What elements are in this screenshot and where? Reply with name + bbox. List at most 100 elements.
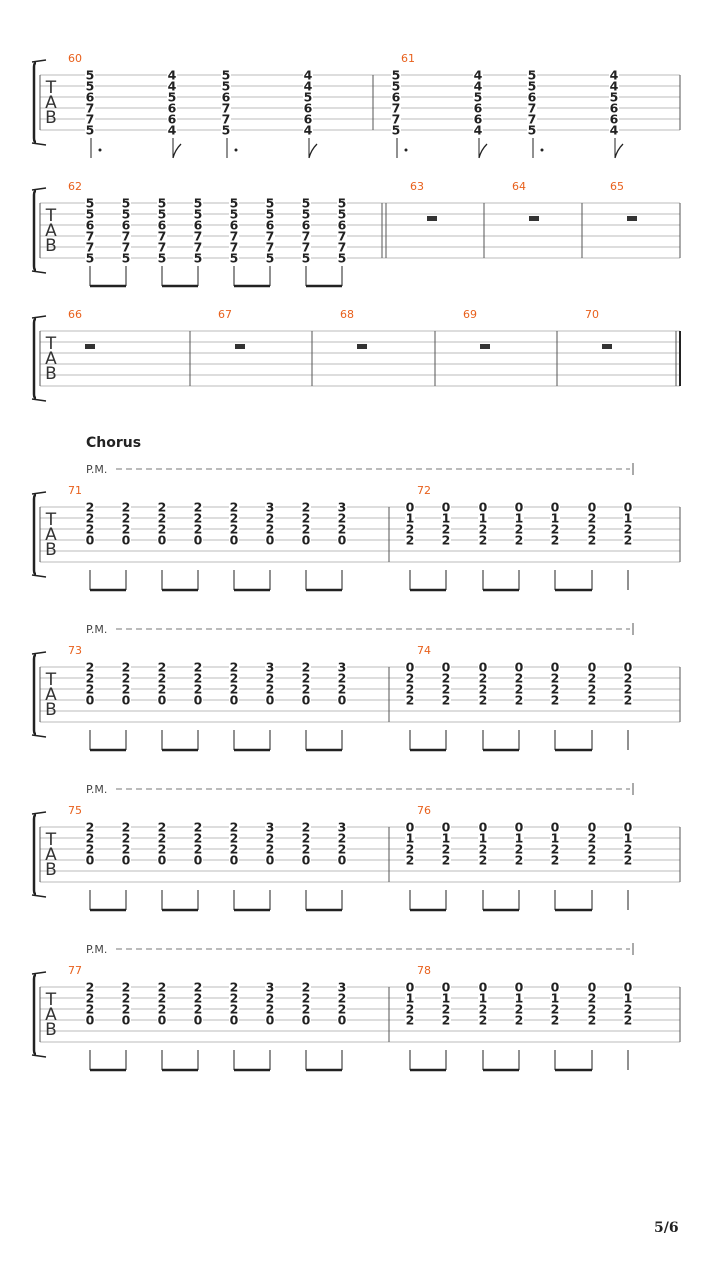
fret-bg [478, 854, 488, 865]
fret-number: 5 [528, 68, 537, 83]
fret-number: 2 [122, 980, 131, 995]
fret-bg [265, 832, 275, 843]
tab-clef-letter: A [45, 1005, 57, 1025]
fret-number: 1 [442, 991, 451, 1006]
fret-bg [550, 694, 560, 705]
fret-number: 2 [515, 522, 524, 537]
fret-bg [405, 501, 415, 512]
fret-bg [121, 208, 131, 219]
fret-number: 0 [515, 980, 524, 995]
fret-number: 6 [122, 218, 131, 233]
fret-bg [229, 230, 239, 241]
bracket-tip-bottom [31, 1054, 47, 1058]
fret-bg [85, 512, 95, 523]
fret-number: 2 [551, 853, 560, 868]
fret-bg [301, 694, 311, 705]
fret-bg [167, 102, 177, 113]
fret-number: 6 [168, 101, 177, 116]
tab-clef-letter: T [45, 670, 57, 690]
whole-rest [85, 344, 95, 349]
fret-number: 2 [479, 1002, 488, 1017]
fret-bg [229, 981, 239, 992]
fret-bg [157, 1014, 167, 1025]
fret-bg [441, 832, 451, 843]
fret-bg [441, 843, 451, 854]
fret-number: 6 [610, 112, 619, 127]
fret-bg [265, 230, 275, 241]
fret-number: 2 [515, 682, 524, 697]
fret-number: 2 [158, 500, 167, 515]
fret-bg [405, 821, 415, 832]
fret-bg [301, 534, 311, 545]
fret-bg [514, 534, 524, 545]
fret-bg [587, 854, 597, 865]
fret-bg [337, 208, 347, 219]
fret-bg [337, 683, 347, 694]
fret-bg [623, 661, 633, 672]
fret-number: 5 [474, 90, 483, 105]
fret-number: 0 [551, 660, 560, 675]
fret-number: 0 [588, 500, 597, 515]
fret-number: 7 [158, 240, 167, 255]
fret-number: 2 [551, 1002, 560, 1017]
system-bracket [32, 189, 37, 272]
fret-number: 2 [338, 991, 347, 1006]
fret-bg [193, 821, 203, 832]
fret-bg [303, 69, 313, 80]
fret-number: 1 [551, 991, 560, 1006]
fret-bg [587, 501, 597, 512]
fret-number: 0 [158, 533, 167, 548]
fret-number: 1 [515, 511, 524, 526]
fret-bg [609, 113, 619, 124]
fret-bg [405, 661, 415, 672]
fret-bg [337, 1014, 347, 1025]
tab-clef-letter: B [45, 540, 57, 560]
fret-number: 2 [588, 511, 597, 526]
fret-bg [301, 992, 311, 1003]
fret-number: 5 [338, 207, 347, 222]
fret-bg [337, 1003, 347, 1014]
fret-number: 5 [266, 196, 275, 211]
bracket-tip-bottom [31, 398, 47, 402]
fret-bg [587, 1003, 597, 1014]
fret-bg [478, 1014, 488, 1025]
fret-bg [301, 1014, 311, 1025]
fret-number: 1 [515, 991, 524, 1006]
fret-number: 2 [624, 693, 633, 708]
fret-number: 2 [442, 842, 451, 857]
fret-number: 7 [86, 112, 95, 127]
fret-number: 2 [588, 671, 597, 686]
fret-bg [623, 534, 633, 545]
fret-number: 0 [551, 500, 560, 515]
fret-number: 0 [406, 980, 415, 995]
fret-bg [157, 230, 167, 241]
fret-number: 0 [86, 1013, 95, 1028]
fret-bg [265, 208, 275, 219]
fret-number: 2 [588, 831, 597, 846]
fret-bg [85, 1003, 95, 1014]
fret-number: 2 [479, 853, 488, 868]
fret-bg [623, 501, 633, 512]
measure-number: 65 [610, 180, 624, 193]
fret-number: 7 [86, 229, 95, 244]
bracket-tip-top [31, 59, 47, 63]
fret-number: 2 [230, 1002, 239, 1017]
system-bracket [32, 813, 37, 896]
fret-number: 2 [515, 842, 524, 857]
measure-number: 61 [401, 52, 415, 65]
fret-bg [550, 534, 560, 545]
fret-number: 6 [474, 112, 483, 127]
fret-number: 2 [302, 1002, 311, 1017]
fret-bg [391, 124, 401, 135]
fret-number: 5 [230, 251, 239, 266]
fret-bg [391, 102, 401, 113]
fret-bg [193, 230, 203, 241]
fret-number: 2 [158, 820, 167, 835]
tab-clef-letter: A [45, 525, 57, 545]
fret-number: 2 [442, 1002, 451, 1017]
fret-number: 6 [304, 101, 313, 116]
fret-bg [193, 197, 203, 208]
fret-number: 4 [610, 79, 619, 94]
fret-number: 5 [86, 123, 95, 138]
fret-bg [229, 683, 239, 694]
